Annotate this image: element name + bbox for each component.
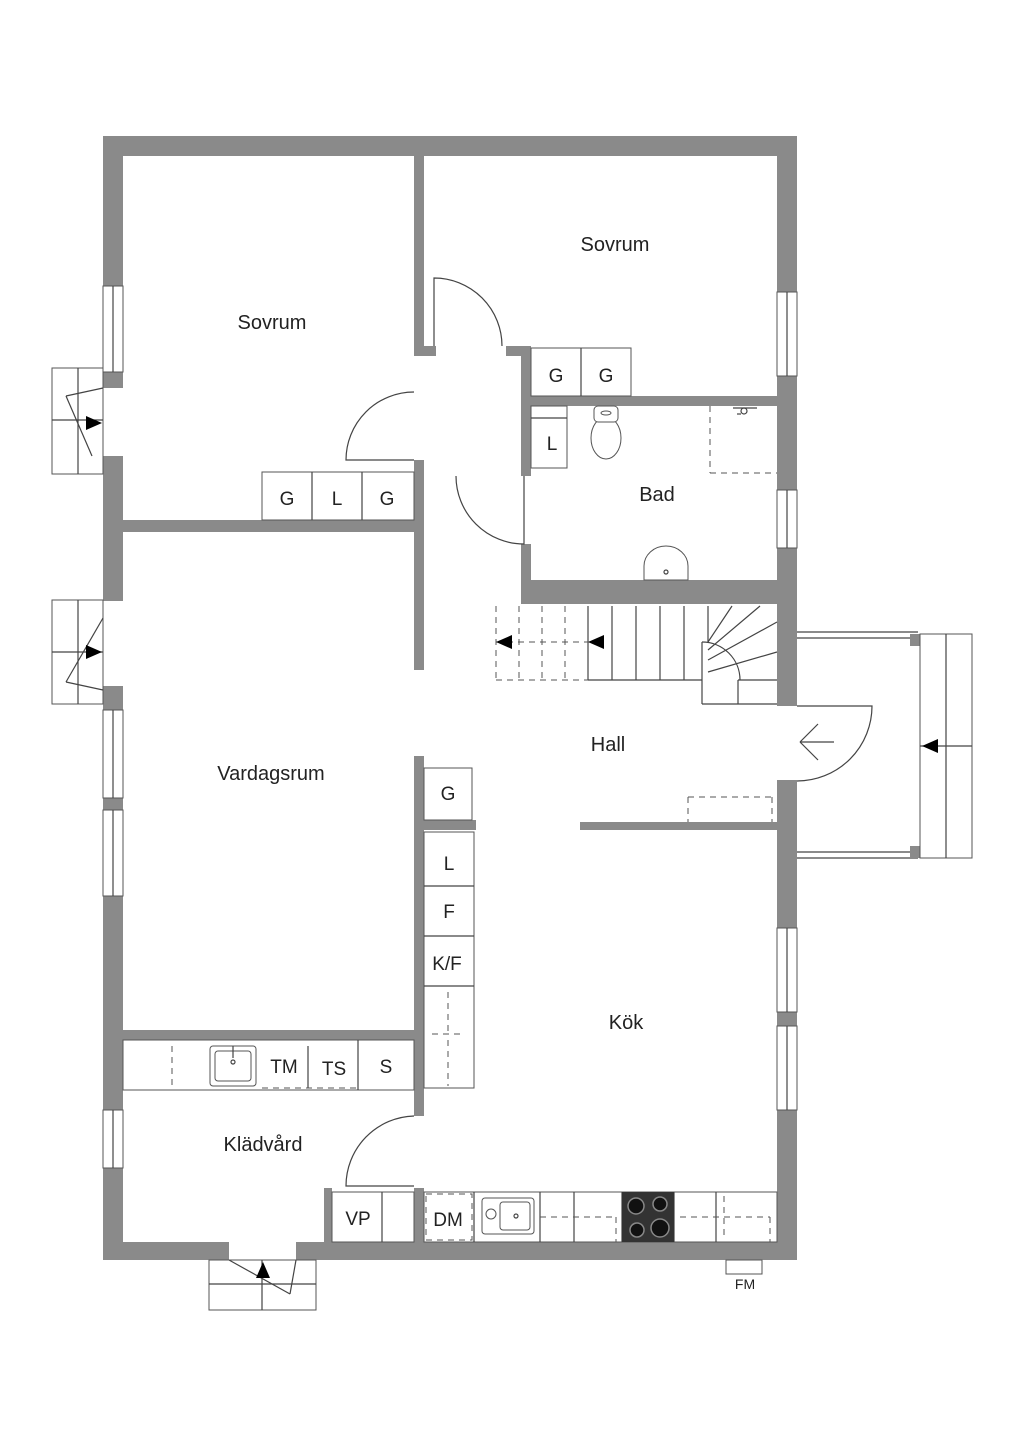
wardrobe-label: G [280, 489, 295, 510]
freezer-label: F [443, 902, 455, 923]
left-steps-top [51, 367, 104, 475]
wardrobe-label: G [599, 366, 614, 387]
wardrobe-label: G [549, 366, 564, 387]
wardrobe-label: G [380, 489, 395, 510]
room-label-sovrum-right: Sovrum [581, 234, 650, 256]
room-label-kladvard: Klädvård [224, 1134, 303, 1156]
wardrobe-right-bedroom [530, 347, 632, 397]
laundry-counter [122, 1039, 415, 1091]
left-steps-middle [51, 599, 104, 705]
wardrobe-label: G [441, 784, 456, 805]
dishwasher-label: DM [433, 1210, 463, 1231]
room-label-bad: Bad [639, 484, 675, 506]
hall-wardrobe [423, 767, 773, 822]
room-label-hall: Hall [591, 734, 625, 756]
tumble-dryer-label: TS [322, 1059, 346, 1080]
bathroom-fixtures [530, 405, 777, 581]
room-label-sovrum-left: Sovrum [238, 312, 307, 334]
heat-pump-cabinet [331, 1191, 415, 1243]
stove-icon [622, 1192, 674, 1242]
doors [345, 277, 873, 1187]
kitchen-counter [423, 1191, 778, 1243]
heat-pump-label: VP [345, 1209, 370, 1230]
cabinet-label: S [380, 1057, 393, 1078]
kitchen-tall-cabinets [423, 831, 475, 1089]
entry-arrow [799, 723, 834, 761]
kitchen-sink-icon [481, 1197, 535, 1235]
fm-label: FM [735, 1276, 755, 1292]
wardrobe-left-bedroom [261, 471, 415, 521]
room-label-vardagsrum: Vardagsrum [217, 763, 324, 785]
porch [797, 631, 973, 859]
interior-walls [123, 156, 777, 1242]
shower-icon [733, 407, 757, 415]
outer-walls [103, 136, 797, 1260]
room-label-kok: Kök [609, 1012, 644, 1034]
staircase [495, 605, 778, 705]
fridge-freezer-label: K/F [432, 954, 462, 975]
linen-label: L [547, 434, 558, 455]
fridge-label: L [444, 854, 455, 875]
bottom-steps [208, 1259, 317, 1311]
fm-box [725, 1259, 763, 1275]
toilet-icon [590, 416, 622, 460]
windows [102, 285, 798, 1169]
sink-icon [643, 545, 689, 581]
linen-label: L [332, 489, 343, 510]
washing-machine-label: TM [270, 1057, 297, 1078]
